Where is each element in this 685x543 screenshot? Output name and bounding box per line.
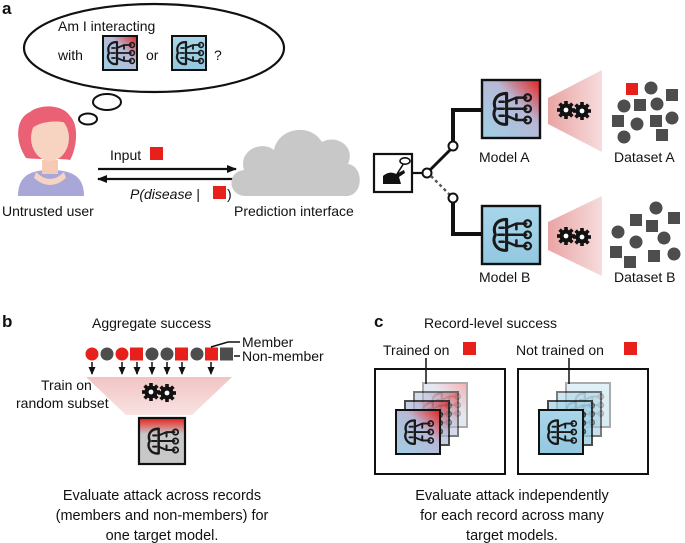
switch-pivot	[421, 167, 433, 179]
interface-label: Prediction interface	[234, 203, 354, 219]
user-avatar-icon	[18, 106, 84, 196]
bubble-question-text: Am I interacting	[58, 18, 155, 34]
aggregate-caption-line1: Evaluate attack across records	[63, 488, 261, 504]
contact-b	[447, 192, 459, 204]
member-label: Member	[242, 334, 294, 350]
input-label: Input	[110, 147, 141, 163]
dataset-b-icon	[610, 201, 681, 268]
target-model-icon	[137, 416, 187, 466]
record-caption-line3: target models.	[466, 528, 558, 543]
dataset-b-label: Dataset B	[614, 269, 675, 285]
selection-arrows	[88, 362, 215, 375]
thought-bubble	[22, 2, 286, 126]
non-member-label: Non-member	[242, 348, 324, 364]
dataset-a-label: Dataset A	[614, 149, 675, 165]
output-label-close: )	[227, 186, 232, 202]
panel-b-letter: b	[2, 312, 12, 331]
wire-to-model-b	[451, 203, 482, 236]
model-b-icon	[480, 204, 542, 266]
switch-lever-b-dashed	[430, 175, 452, 197]
bubble-question-mark: ?	[214, 47, 222, 63]
dataset-a-icon	[612, 81, 679, 144]
not-trained-on-label: Not trained on	[516, 342, 604, 358]
switch-lever-a	[428, 148, 452, 172]
bubble-model-b-icon	[171, 35, 207, 71]
model-a-label: Model A	[479, 149, 530, 165]
panel-a-letter: a	[2, 0, 12, 18]
record-level-title: Record-level success	[424, 315, 557, 331]
panel-c-letter: c	[374, 312, 383, 331]
aggregate-title: Aggregate success	[92, 315, 211, 331]
not-trained-record-icon	[624, 342, 637, 355]
wire-to-model-a	[451, 108, 482, 141]
record-row	[85, 347, 233, 361]
input-record-icon	[150, 147, 163, 160]
aggregate-training-cone	[86, 377, 232, 415]
bubble-model-a-icon	[102, 35, 138, 71]
trained-record-icon	[463, 342, 476, 355]
model-b-label: Model B	[479, 269, 530, 285]
output-record-icon	[213, 186, 226, 199]
record-caption-line1: Evaluate attack independently	[415, 488, 609, 504]
aggregate-caption-line2: (members and non-members) for	[56, 508, 269, 524]
member-pointer	[210, 341, 240, 348]
train-label-line1: Train on	[41, 377, 92, 393]
aggregate-caption-line3: one target model.	[106, 528, 219, 543]
not-trained-models-stack	[538, 382, 611, 455]
record-caption-line2: for each record across many	[420, 508, 604, 524]
user-label: Untrusted user	[2, 203, 94, 219]
train-label-line2: random subset	[16, 395, 109, 411]
model-a-icon	[480, 78, 542, 140]
contact-a	[447, 140, 459, 152]
trained-models-stack	[395, 382, 468, 455]
switch-hand-icon	[372, 152, 414, 194]
bubble-or-text: or	[146, 47, 159, 63]
trained-on-label: Trained on	[383, 342, 449, 358]
output-label: P(disease |	[130, 186, 200, 202]
prediction-cloud-icon	[231, 129, 360, 196]
bubble-with-text: with	[57, 47, 83, 63]
